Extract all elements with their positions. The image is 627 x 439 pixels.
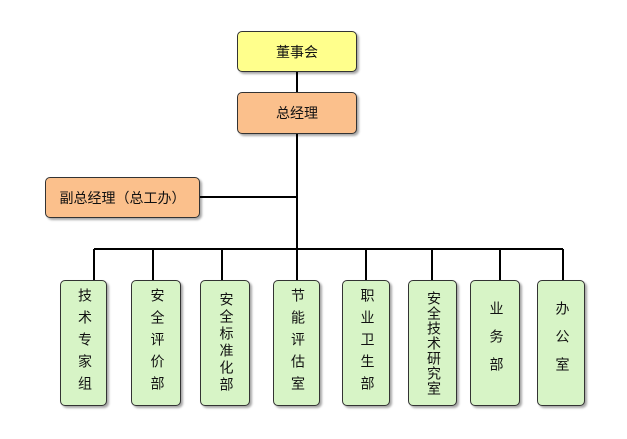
dept-label-6: 安全技术研究室 bbox=[425, 290, 441, 396]
dept-node-1: 技术专家组 bbox=[60, 280, 107, 406]
deputy-manager-label: 副总经理（总工办） bbox=[59, 190, 186, 207]
board-label: 董事会 bbox=[276, 44, 318, 61]
general-manager-label: 总经理 bbox=[276, 106, 318, 122]
dept-node-7: 业务部 bbox=[470, 280, 520, 406]
dept-label-1: 技术专家组 bbox=[76, 288, 92, 398]
dept-label-8: 办公室 bbox=[553, 301, 570, 385]
dept-node-8: 办公室 bbox=[537, 280, 585, 406]
dept-node-2: 安全评价部 bbox=[131, 280, 181, 406]
general-manager-node: 总经理 bbox=[237, 92, 357, 134]
dept-label-2: 安全评价部 bbox=[148, 288, 165, 398]
dept-label-5: 职业卫生部 bbox=[358, 288, 375, 398]
deputy-manager-node: 副总经理（总工办） bbox=[45, 177, 200, 218]
board-node: 董事会 bbox=[237, 31, 357, 72]
dept-label-3: 安全标准化部 bbox=[217, 292, 234, 394]
dept-node-6: 安全技术研究室 bbox=[408, 280, 457, 406]
dept-node-3: 安全标准化部 bbox=[200, 280, 250, 406]
dept-label-4: 节能评估室 bbox=[289, 288, 305, 398]
dept-node-4: 节能评估室 bbox=[273, 280, 320, 406]
dept-node-5: 职业卫生部 bbox=[342, 280, 390, 406]
dept-label-7: 业务部 bbox=[487, 301, 504, 385]
